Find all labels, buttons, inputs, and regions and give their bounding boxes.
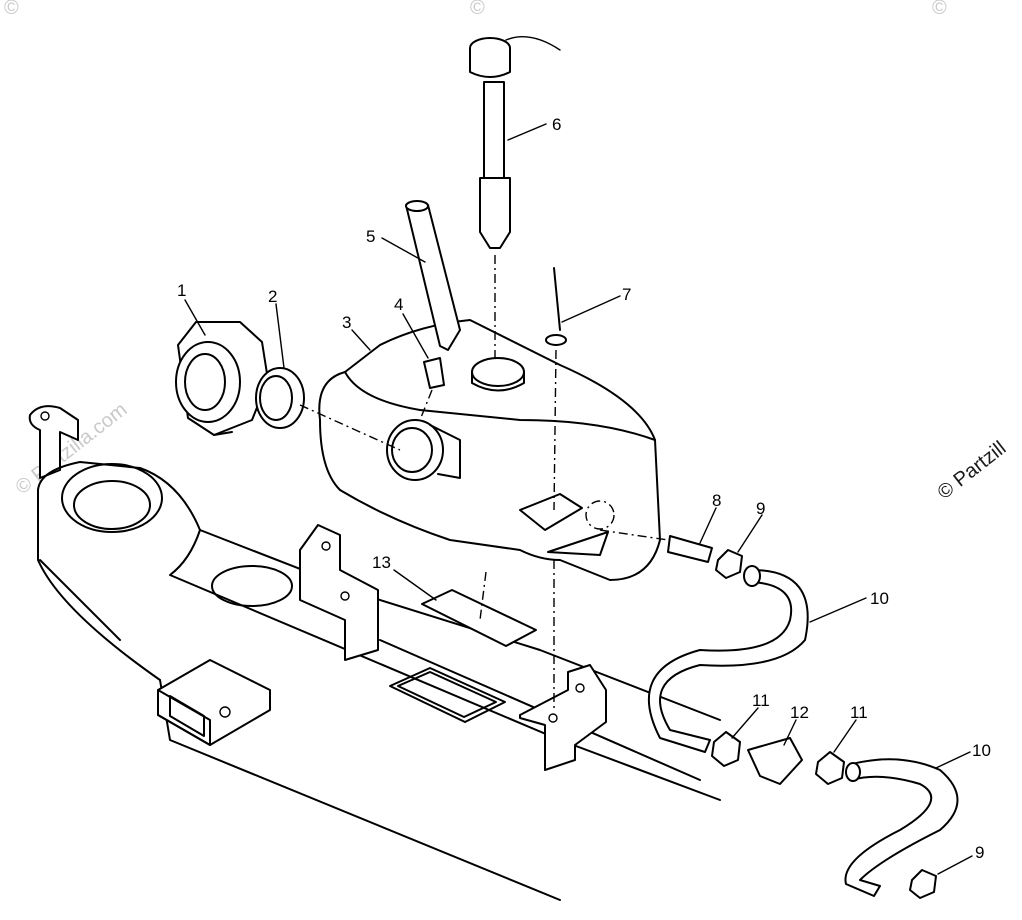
callout-12: 12 — [790, 703, 809, 722]
callout-13: 13 — [372, 553, 391, 572]
callout-11-left: 11 — [752, 691, 770, 710]
watermark-top-right: © — [932, 0, 947, 19]
breather-hose-part — [405, 200, 461, 421]
callout-11-right: 11 — [850, 703, 868, 722]
callout-10-lower: 10 — [972, 741, 991, 760]
callout-7: 7 — [622, 285, 631, 304]
dipstick-part — [469, 36, 561, 360]
callout-9-upper: 9 — [756, 499, 765, 518]
tank-cap-part — [175, 321, 269, 436]
clip-part — [545, 267, 567, 710]
callout-1: 1 — [177, 281, 186, 300]
chassis-frame — [28, 405, 721, 901]
callout-3: 3 — [342, 313, 351, 332]
callout-8: 8 — [712, 491, 721, 510]
callout-numbers: 1 2 3 4 5 6 7 8 9 10 13 11 12 11 10 9 — [177, 115, 991, 862]
callout-6: 6 — [552, 115, 561, 134]
callout-2: 2 — [268, 287, 277, 306]
callout-10-upper: 10 — [870, 589, 889, 608]
watermark-left: © Partzilla.com — [12, 399, 132, 499]
hose-assembly — [599, 529, 959, 899]
callout-leaders — [184, 123, 973, 875]
oil-tank-part — [318, 319, 661, 581]
callout-5: 5 — [366, 227, 375, 246]
watermark-top-left: © — [4, 0, 19, 19]
watermark-top-center: © — [470, 0, 485, 19]
watermark-right: © Partzill — [934, 437, 1011, 504]
decal-part — [421, 571, 537, 647]
cap-gasket-part — [255, 367, 401, 451]
callout-4: 4 — [394, 295, 403, 314]
callout-9-lower: 9 — [975, 843, 984, 862]
